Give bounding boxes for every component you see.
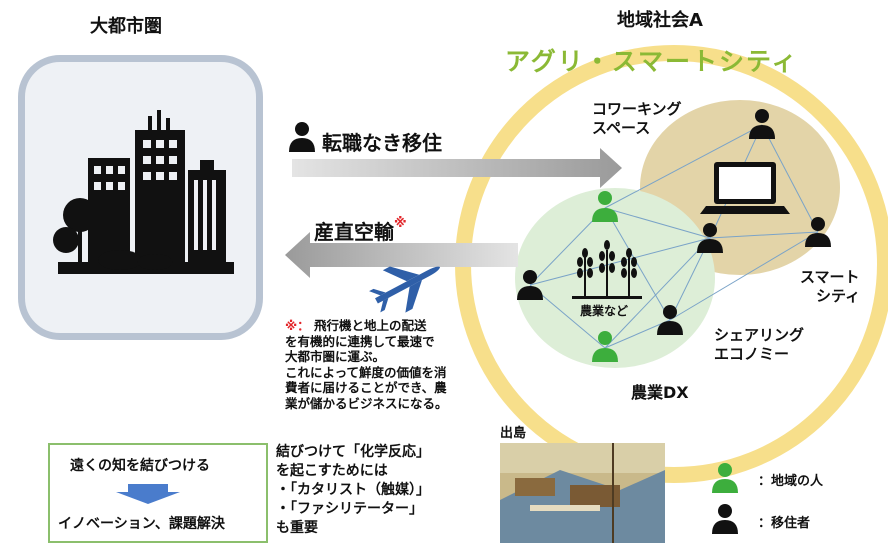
migrant-person-icon — [517, 270, 543, 300]
local-person-icon — [592, 191, 618, 222]
migrant-person-icon — [805, 217, 831, 247]
city-title: 大都市圏 — [90, 16, 162, 37]
laptop-icon — [700, 162, 790, 214]
wheat-icon — [572, 240, 642, 299]
box-top-text: 遠くの知を結びつける — [70, 458, 210, 474]
migration-label: 転職なき移住 — [322, 131, 442, 155]
agri-etc-label: 農業など — [580, 304, 629, 318]
transport-arrow — [285, 232, 518, 278]
coworking-label: コワーキングスペース — [592, 100, 682, 137]
migrant-person-icon — [697, 223, 723, 253]
region-title: 地域社会A — [617, 10, 703, 31]
dejima-label: 出島 — [500, 426, 527, 441]
migrant-person-icon — [712, 504, 738, 534]
local-person-icon — [712, 463, 738, 493]
airplane-icon — [369, 266, 441, 313]
migrant-person-icon — [657, 305, 683, 335]
legend-migrant: ：移住者 — [758, 516, 811, 531]
agri-dx-label: 農業DX — [631, 383, 689, 402]
smart-city-label: スマートシティ — [800, 268, 861, 305]
sharing-economy-label: シェアリングエコノミー — [714, 326, 805, 363]
agri-smartcity-title: アグリ・スマートシティ — [505, 47, 799, 76]
air-transport-label: 産直空輸※ — [314, 216, 407, 244]
legend-local: ：地域の人 — [758, 474, 824, 489]
box-bottom-text: イノベーション、課題解決 — [58, 516, 225, 532]
transport-note: ※： 飛行機と地上の配送 を有機的に連携して最速で 大都市圏に運ぶ。 これによっ… — [285, 318, 448, 411]
person-icon — [289, 122, 315, 152]
reaction-text: 結びつけて「化学反応」 を起こすためには ・「カタリスト（触媒）」 ・「ファシリ… — [276, 444, 430, 536]
migration-arrow — [292, 148, 622, 188]
migrant-person-icon — [749, 109, 775, 139]
local-person-icon — [592, 331, 618, 362]
